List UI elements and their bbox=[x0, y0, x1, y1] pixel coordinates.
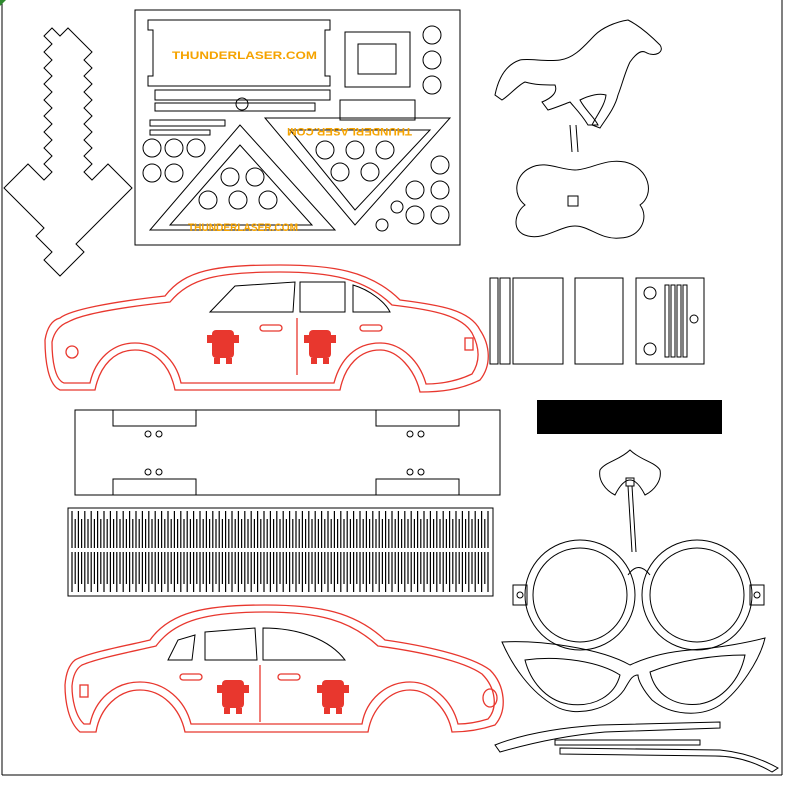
brand-label-bottom: THUNDERLASER.COM bbox=[188, 222, 298, 234]
car-body-bottom bbox=[64, 604, 504, 733]
living-hinge-panel bbox=[67, 507, 494, 597]
engraved-bar bbox=[537, 400, 722, 434]
side-panels bbox=[489, 277, 705, 365]
horse-stand bbox=[515, 160, 649, 239]
chassis-plate bbox=[74, 409, 501, 496]
sheet-frame bbox=[0, 0, 783, 776]
robot-emblem-icon bbox=[217, 680, 349, 714]
robot-kit-panel: THUNDERLASER.COM THUNDERLASER.COM THUNDE… bbox=[134, 9, 461, 246]
glasses-arms bbox=[494, 721, 779, 773]
horse-silhouette-icon bbox=[494, 19, 662, 153]
brand-label-middle: THUNDERLASER.COM bbox=[287, 125, 412, 137]
cat-eye-glasses-icon bbox=[501, 637, 766, 714]
robot-emblem-icon bbox=[207, 330, 336, 364]
pixel-sword-icon bbox=[3, 27, 133, 277]
double-axe-icon bbox=[599, 449, 661, 553]
car-body-top bbox=[44, 264, 489, 393]
round-glasses-icon bbox=[512, 539, 765, 651]
brand-label-top: THUNDERLASER.COM bbox=[172, 50, 317, 62]
